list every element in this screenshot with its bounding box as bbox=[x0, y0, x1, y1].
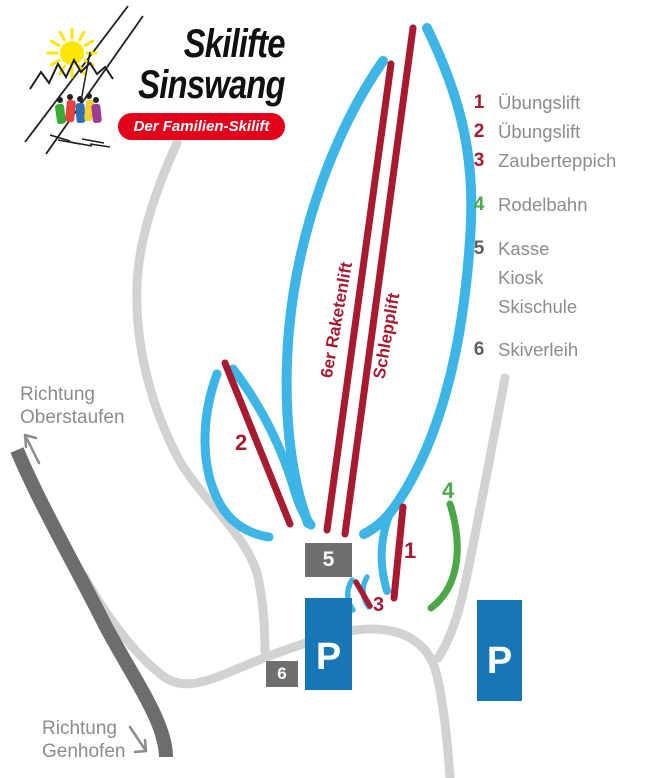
kasse-box: 5 bbox=[305, 543, 352, 577]
parking-1-label: P bbox=[315, 636, 342, 678]
slope-main-right-arc bbox=[359, 23, 477, 539]
legend-label-5: Kasse bbox=[498, 237, 550, 259]
rodelbahn-track bbox=[427, 500, 461, 612]
legend-label-3: Zauberteppich bbox=[498, 149, 617, 171]
legend-item-3: 3 Zauberteppich bbox=[470, 146, 617, 175]
cable-line2-icon bbox=[45, 15, 144, 155]
lift-1-line bbox=[390, 503, 407, 602]
legend-num-6: 6 bbox=[473, 338, 485, 360]
road-center-vertical bbox=[132, 138, 270, 660]
skier-group-icon bbox=[49, 93, 111, 148]
parking-area-1: P bbox=[305, 598, 352, 690]
lift-schlepplift-line bbox=[341, 24, 417, 538]
slope-lift2-right-arc bbox=[228, 364, 316, 530]
parking-area-2: P bbox=[477, 600, 522, 701]
legend-item-4: 4 Rodelbahn bbox=[470, 190, 588, 219]
legend-item-5-sub2: Skischule bbox=[470, 292, 577, 321]
cable-line-icon bbox=[24, 5, 129, 143]
arrow-oberstaufen-icon bbox=[23, 433, 41, 465]
map-marker-1: 1 bbox=[404, 538, 417, 563]
logo-title: Skilifte Sinswang bbox=[138, 24, 285, 106]
legend-label-skischule: Skischule bbox=[498, 295, 578, 317]
mountain-zigzag-icon bbox=[29, 57, 114, 90]
skiverleih-box: 6 bbox=[266, 661, 298, 687]
legend-num-1: 1 bbox=[473, 91, 485, 113]
arrow-genhofen-icon bbox=[128, 725, 148, 754]
slope-lift2-left-arc bbox=[200, 369, 274, 542]
legend-item-5: 5 Kasse bbox=[470, 234, 550, 263]
legend-item-6: 6 Skiverleih bbox=[470, 335, 579, 364]
lift-raketenlift-line bbox=[323, 60, 395, 534]
slope-main-left-arc bbox=[281, 56, 388, 528]
road-right bbox=[433, 373, 510, 663]
lift-2-line bbox=[221, 359, 294, 528]
logo-title-line2: Sinswang bbox=[138, 63, 285, 107]
lift-3-line bbox=[353, 579, 373, 609]
direction-genhofen-line1: Richtung bbox=[42, 718, 117, 739]
legend-label-2: Übungslift bbox=[498, 120, 581, 142]
tbar-line-icon bbox=[78, 51, 91, 113]
legend-label-kiosk: Kiosk bbox=[498, 266, 544, 288]
logo-title-line1: Skilifte bbox=[184, 22, 286, 66]
direction-oberstaufen: Richtung Oberstaufen bbox=[20, 383, 125, 429]
legend-num-5: 5 bbox=[473, 237, 485, 259]
legend-label-4: Rodelbahn bbox=[498, 193, 588, 215]
logo-badge: Der Familien-Skilift bbox=[118, 113, 285, 140]
legend-item-1: 1 Übungslift bbox=[470, 88, 581, 117]
road-main-dark bbox=[10, 447, 173, 758]
legend-num-4: 4 bbox=[473, 193, 485, 215]
legend-item-2: 2 Übungslift bbox=[470, 117, 581, 146]
direction-genhofen: Richtung Genhofen bbox=[42, 717, 125, 763]
map-marker-4: 4 bbox=[442, 478, 455, 503]
legend-label-1: Übungslift bbox=[498, 91, 581, 113]
direction-oberstaufen-line2: Oberstaufen bbox=[20, 407, 125, 428]
legend-label-6: Skiverleih bbox=[498, 338, 579, 360]
direction-genhofen-line2: Genhofen bbox=[42, 741, 126, 762]
slope-lift1-arc bbox=[377, 509, 394, 595]
direction-oberstaufen-line1: Richtung bbox=[20, 384, 95, 405]
map-marker-2: 2 bbox=[235, 430, 248, 455]
map-marker-3: 3 bbox=[373, 594, 385, 616]
logo-illustration bbox=[24, 5, 144, 155]
legend-num-2: 2 bbox=[473, 120, 485, 142]
legend-item-5-sub1: Kiosk bbox=[470, 263, 543, 292]
parking-2-label: P bbox=[486, 640, 513, 682]
legend-num-3: 3 bbox=[473, 149, 485, 171]
